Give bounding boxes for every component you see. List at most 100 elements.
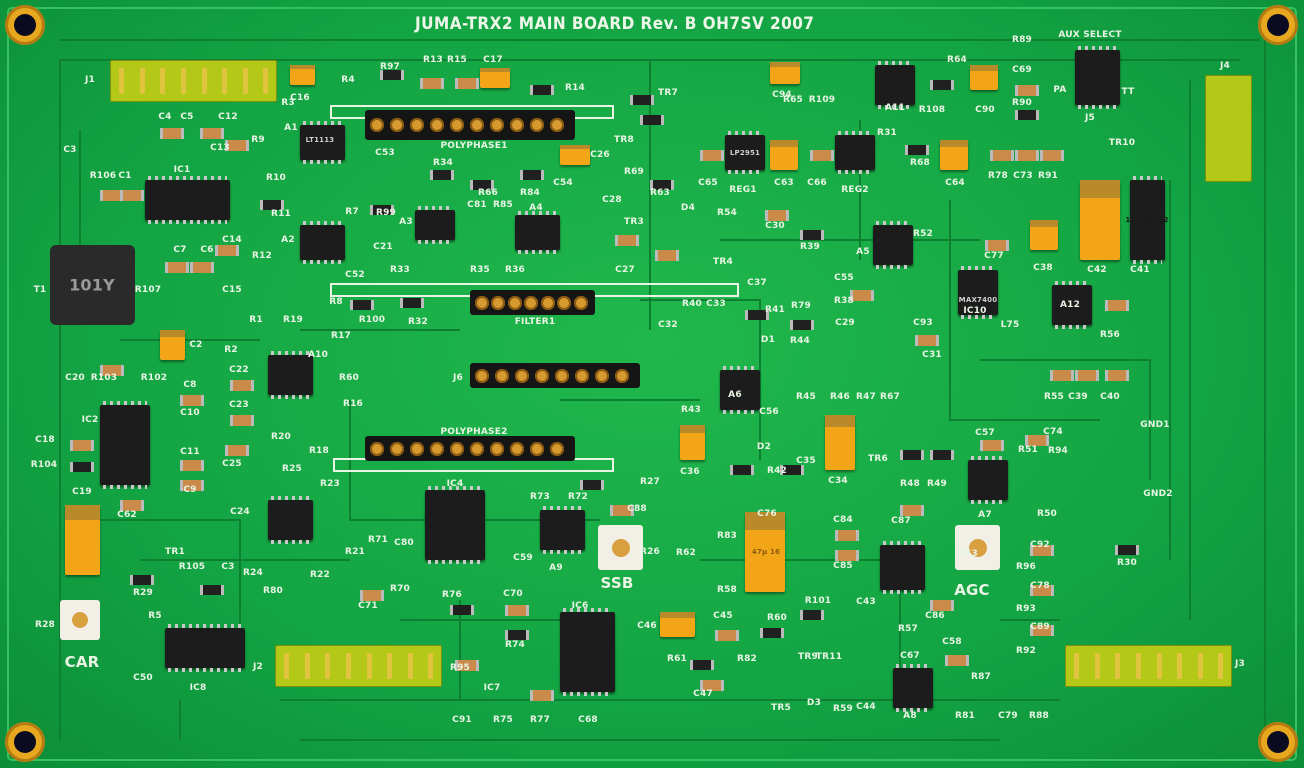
pin-header[interactable]: [110, 60, 277, 102]
trimmer-potentiometer[interactable]: [60, 600, 100, 640]
component-designator: R41: [764, 305, 786, 315]
component-designator: R93: [1015, 604, 1037, 614]
smd-capacitor: [985, 240, 1009, 251]
component-designator: R51: [1017, 445, 1039, 455]
header-pin: [201, 68, 207, 94]
component-designator: R82: [736, 654, 758, 664]
smd-capacitor: [700, 150, 724, 161]
component-designator: C28: [602, 195, 622, 205]
socket-hole: [475, 295, 489, 310]
component-designator: TR9: [798, 652, 818, 662]
component-designator: R80: [262, 586, 284, 596]
smd-capacitor: [180, 395, 204, 406]
component-designator: C7: [173, 245, 187, 255]
socket-hole: [524, 295, 539, 310]
component-designator: R107: [134, 285, 162, 295]
silkscreen-label: POLYPHASE1: [440, 141, 508, 151]
component-designator: IC4: [446, 479, 464, 489]
component-designator: R38: [833, 296, 855, 306]
silkscreen-label: GND1: [1140, 420, 1170, 430]
ic-chip: [720, 366, 760, 414]
component-designator: TR4: [713, 257, 733, 267]
socket-hole: [410, 441, 424, 456]
component-designator: R106: [89, 171, 117, 181]
smd-capacitor: [700, 680, 724, 691]
component-designator: D2: [756, 442, 772, 452]
component-designator: R97: [379, 62, 401, 72]
header-pin: [263, 68, 269, 94]
component-designator: A3: [399, 217, 413, 227]
component-designator: R29: [132, 588, 154, 598]
component-designator: R10: [265, 173, 287, 183]
component-designator: R94: [1047, 446, 1069, 456]
socket-strip[interactable]: [365, 110, 575, 140]
component-designator: R60: [338, 373, 360, 383]
component-designator: C92: [1030, 540, 1050, 550]
tantalum-capacitor: [770, 62, 800, 84]
socket-strip[interactable]: [470, 290, 595, 315]
pin-header[interactable]: [1065, 645, 1232, 687]
component-designator: A7: [978, 510, 992, 520]
header-pin: [1094, 653, 1100, 679]
header-pin: [1135, 653, 1141, 679]
header-pin: [428, 653, 434, 679]
tantalum-capacitor: [745, 512, 785, 592]
header-pin: [387, 653, 393, 679]
component-designator: TR11: [815, 652, 843, 662]
pin-header-j4[interactable]: [1205, 75, 1252, 182]
header-pin: [160, 68, 166, 94]
socket-strip[interactable]: [470, 363, 640, 388]
component-designator: C25: [222, 459, 242, 469]
component-designator: R53: [957, 549, 979, 559]
component-designator: C12: [218, 112, 238, 122]
header-pin: [1115, 653, 1121, 679]
component-designator: C3: [221, 562, 235, 572]
trimmer-potentiometer[interactable]: [598, 525, 643, 570]
ic-chip: [165, 624, 245, 672]
component-designator: R79: [790, 301, 812, 311]
component-designator: R108: [918, 105, 946, 115]
component-designator: C17: [483, 55, 503, 65]
component-designator: C24: [230, 507, 250, 517]
component-designator: R2: [224, 345, 238, 355]
component-designator: C76: [757, 509, 777, 519]
header-pin: [242, 68, 248, 94]
component-designator: C40: [1100, 392, 1120, 402]
component-designator: C18: [35, 435, 55, 445]
socket-strip[interactable]: [365, 436, 575, 461]
smd-resistor: [650, 180, 674, 190]
component-designator: C63: [774, 178, 794, 188]
component-designator: R71: [367, 535, 389, 545]
component-designator: R27: [639, 477, 661, 487]
pin-header[interactable]: [275, 645, 442, 687]
component-designator: C94: [772, 90, 792, 100]
component-designator: R45: [795, 392, 817, 402]
smd-capacitor: [225, 445, 249, 456]
smd-resistor: [790, 320, 814, 330]
component-designator: A6: [728, 390, 742, 400]
ic-chip: [425, 486, 485, 564]
component-designator: C31: [922, 350, 942, 360]
aux-select-jumper[interactable]: [1075, 46, 1120, 109]
component-designator: R65: [782, 95, 804, 105]
smd-capacitor: [1105, 300, 1129, 311]
component-designator: C16: [290, 93, 310, 103]
component-designator: R43: [680, 405, 702, 415]
component-designator: R61: [666, 654, 688, 664]
tantalum-capacitor: [825, 415, 855, 470]
smd-capacitor: [1015, 85, 1039, 96]
silkscreen-label: GND2: [1143, 489, 1173, 499]
component-designator: R19: [282, 315, 304, 325]
component-designator: IC1: [173, 165, 191, 175]
smd-capacitor: [835, 550, 859, 561]
part-marking: 101Y: [69, 275, 115, 295]
smd-resistor: [900, 450, 924, 460]
header-pin: [366, 653, 372, 679]
component-designator: R74: [504, 640, 526, 650]
silkscreen-label: PA: [1053, 85, 1067, 95]
component-designator: C65: [698, 178, 718, 188]
trimmer-potentiometer[interactable]: [955, 525, 1000, 570]
header-pin: [284, 653, 289, 679]
component-designator: R78: [987, 171, 1009, 181]
